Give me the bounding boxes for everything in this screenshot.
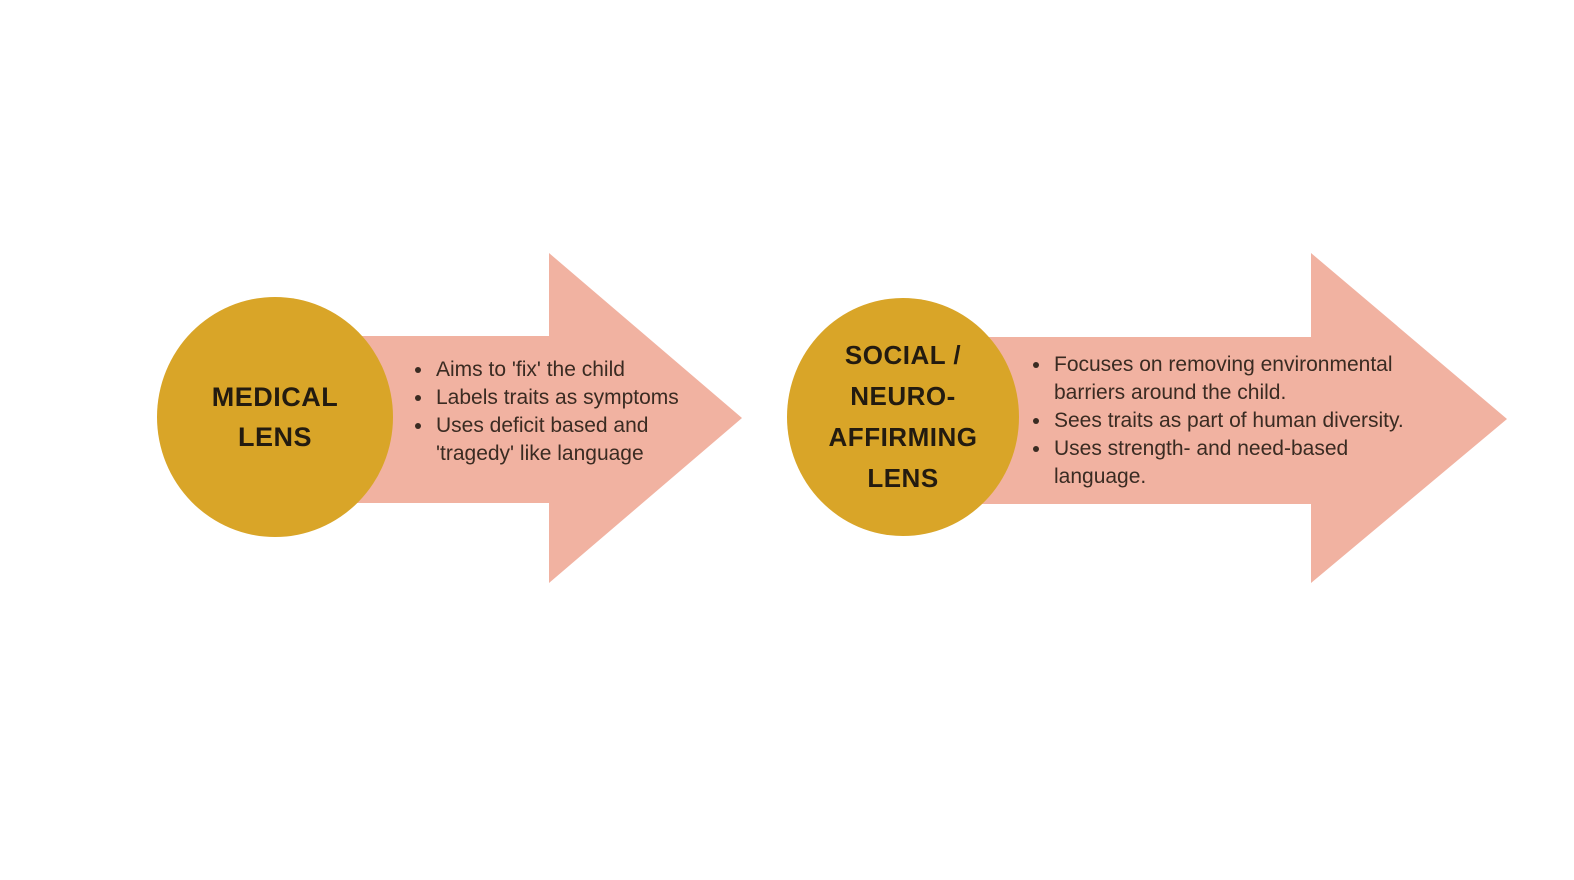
bullet-item: Uses strength- and need-based language. xyxy=(1052,435,1442,491)
medical-lens-label: MEDICAL LENS xyxy=(211,382,339,452)
bullet-item: Sees traits as part of human diversity. xyxy=(1052,407,1442,435)
bullet-item: Labels traits as symptoms xyxy=(434,384,712,412)
neuro-affirming-lens-bullet-list: Focuses on removing environmental barrie… xyxy=(1030,351,1442,491)
neuro-affirming-lens-circle: SOCIAL / NEURO- AFFIRMING LENS xyxy=(787,298,1019,536)
arrow-polygon xyxy=(275,253,742,583)
bullet-item: Uses deficit based and 'tragedy' like la… xyxy=(434,412,712,468)
neuro-affirming-lens-label: SOCIAL / NEURO- AFFIRMING LENS xyxy=(828,340,978,493)
medical-arrow-right-shape xyxy=(275,253,742,583)
bullet-item: Aims to 'fix' the child xyxy=(434,356,712,384)
bullet-item: Focuses on removing environmental barrie… xyxy=(1052,351,1442,407)
medical-lens-circle: MEDICAL LENS xyxy=(157,297,393,537)
neuro-affirming-arrow-right-shape xyxy=(905,253,1507,583)
arrow-polygon xyxy=(905,253,1507,583)
medical-lens-bullet-list: Aims to 'fix' the childLabels traits as … xyxy=(412,356,712,468)
